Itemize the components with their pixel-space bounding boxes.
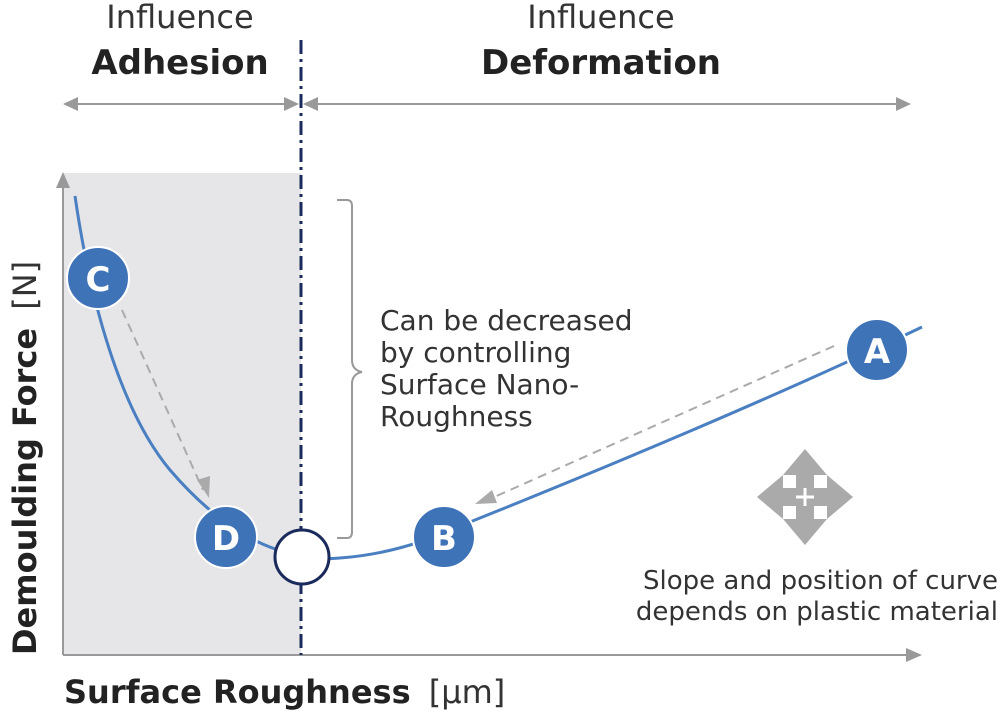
point-c-circle xyxy=(66,246,130,310)
adhesion-range-right-head xyxy=(284,97,299,111)
point-a-label: A xyxy=(864,332,891,372)
point-b-circle xyxy=(412,505,476,569)
point-c: C xyxy=(66,246,130,310)
bracket-note-line-2: by controlling xyxy=(380,336,571,369)
point-a: A xyxy=(845,318,909,382)
slope-note: Slope and position of curve depends on p… xyxy=(636,566,998,627)
adhesion-region xyxy=(63,173,301,655)
point-a-circle xyxy=(845,318,909,382)
y-axis-title-unit: [N] xyxy=(6,261,44,310)
arrow-a-to-b xyxy=(491,345,835,499)
deformation-label-line2: Deformation xyxy=(481,43,721,83)
region-labels: Influence Adhesion Influence Deformation xyxy=(91,0,721,83)
four-way-arrow-icon xyxy=(757,449,853,545)
axes xyxy=(56,172,922,662)
point-d-circle xyxy=(194,505,258,569)
point-d: D xyxy=(194,505,258,569)
x-axis-title-unit: [µm] xyxy=(429,673,506,711)
bracket-note: Can be decreased by controlling Surface … xyxy=(380,304,633,433)
deformation-range-right-head xyxy=(896,97,911,111)
x-axis-arrowhead xyxy=(906,648,922,662)
x-axis-title: Surface Roughness [µm] xyxy=(64,673,505,711)
point-b: B xyxy=(412,505,476,569)
adhesion-range-left-head xyxy=(63,97,78,111)
adhesion-label-line2: Adhesion xyxy=(91,43,268,83)
slope-note-line-2: depends on plastic material xyxy=(636,597,998,627)
y-axis-title-bold: Demoulding Force xyxy=(6,328,44,655)
deformation-label-line1: Influence xyxy=(527,0,674,36)
x-axis-title-bold: Surface Roughness xyxy=(64,673,411,711)
curly-bracket xyxy=(337,199,363,539)
bracket-note-line-3: Surface Nano- xyxy=(380,368,579,401)
arrow-c-to-d-head xyxy=(197,476,210,498)
adhesion-label-line1: Influence xyxy=(106,0,253,36)
slope-note-line-1: Slope and position of curve xyxy=(643,566,998,596)
deformation-range-left-head xyxy=(303,97,318,111)
point-d-label: D xyxy=(212,519,240,559)
arrow-c-to-d xyxy=(121,309,204,491)
point-c-label: C xyxy=(86,260,111,300)
bracket-note-line-4: Roughness xyxy=(380,400,533,433)
point-b-label: B xyxy=(431,519,457,559)
point-minimum xyxy=(273,528,331,586)
minimum-circle xyxy=(273,528,331,586)
range-arrows xyxy=(63,97,911,111)
arrow-a-to-b-head xyxy=(475,490,497,504)
bracket-note-line-1: Can be decreased xyxy=(380,304,633,337)
y-axis-title: Demoulding Force [N] xyxy=(6,261,44,655)
y-axis-arrowhead xyxy=(56,172,70,188)
